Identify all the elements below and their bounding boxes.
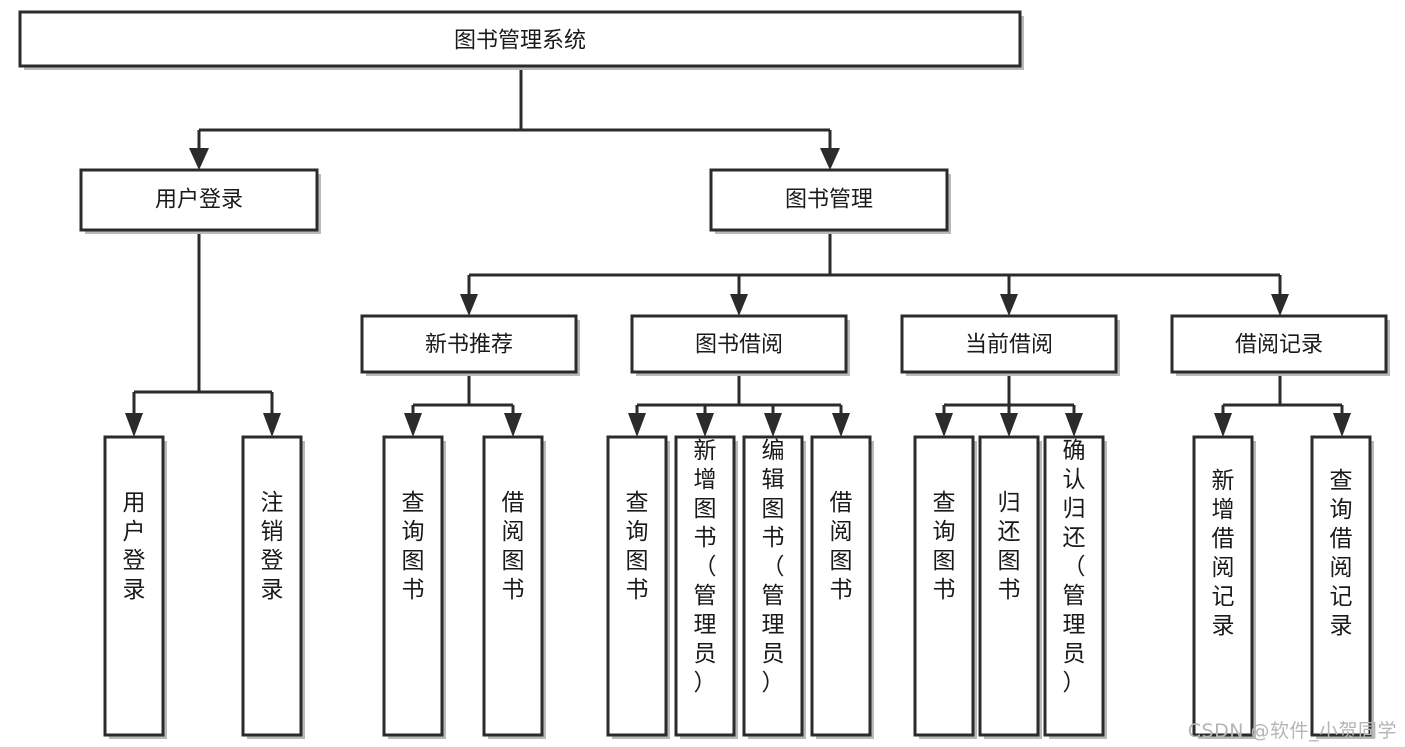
connector-userlogin-to-leaves [125,232,281,437]
node-user-login-label: 用户登录 [155,188,243,213]
leaf-node[interactable]: 编辑图书（管理员） [742,435,806,739]
leaf-node[interactable]: 用户登录 [103,435,167,739]
connector-borrowrecord-to-leaves [1214,374,1351,437]
connector-root-to-level2 [189,68,840,170]
node-user-login[interactable]: 用户登录 [79,168,321,234]
node-book-borrow-label: 图书借阅 [695,333,783,358]
leaf-node[interactable]: 查询图书 [913,435,977,739]
leaf-node[interactable]: 确认归还（管理员） [1043,435,1107,739]
leaf-node[interactable]: 借阅图书 [810,435,874,739]
node-new-book-recommend[interactable]: 新书推荐 [360,314,580,376]
leaf-label: 查询借阅记录 [1330,468,1353,639]
node-current-borrow[interactable]: 当前借阅 [900,314,1120,376]
leaf-label: 新增借阅记录 [1212,468,1235,639]
leaf-label: 查询图书 [626,490,649,603]
node-book-management[interactable]: 图书管理 [709,168,951,234]
leaf-node[interactable]: 查询借阅记录 [1310,435,1374,739]
node-borrow-record[interactable]: 借阅记录 [1170,314,1390,376]
leaf-label: 新增图书（管理员） [694,438,717,696]
node-book-management-label: 图书管理 [785,188,873,213]
leaf-label: 借阅图书 [830,490,853,603]
leaf-node[interactable]: 查询图书 [382,435,446,739]
leaf-label: 查询图书 [933,490,956,603]
node-current-borrow-label: 当前借阅 [965,333,1053,358]
connector-bookborrow-to-leaves [628,374,850,437]
connector-currentborrow-to-leaves [935,374,1083,437]
leaf-node[interactable]: 新增借阅记录 [1192,435,1256,739]
connector-newbook-to-leaves [404,374,522,437]
node-root-label: 图书管理系统 [454,29,586,54]
leaf-label: 借阅图书 [502,490,525,603]
leaf-label: 编辑图书（管理员） [762,438,785,696]
node-book-borrow[interactable]: 图书借阅 [630,314,850,376]
leaf-label: 确认归还（管理员） [1063,438,1086,696]
leaf-node[interactable]: 新增图书（管理员） [674,435,738,739]
node-borrow-record-label: 借阅记录 [1235,333,1323,358]
leaf-label: 注销登录 [261,490,284,603]
leaf-label: 查询图书 [402,490,425,603]
connector-bookmgmt-to-level3 [460,232,1289,316]
leaf-node[interactable]: 归还图书 [978,435,1042,739]
node-new-book-recommend-label: 新书推荐 [425,333,513,358]
leaf-node[interactable]: 借阅图书 [482,435,546,739]
leaf-node[interactable]: 注销登录 [241,435,305,739]
leaf-node[interactable]: 查询图书 [606,435,670,739]
leaf-label: 归还图书 [998,490,1021,603]
leaf-label: 用户登录 [123,490,146,603]
node-root[interactable]: 图书管理系统 [18,10,1024,70]
